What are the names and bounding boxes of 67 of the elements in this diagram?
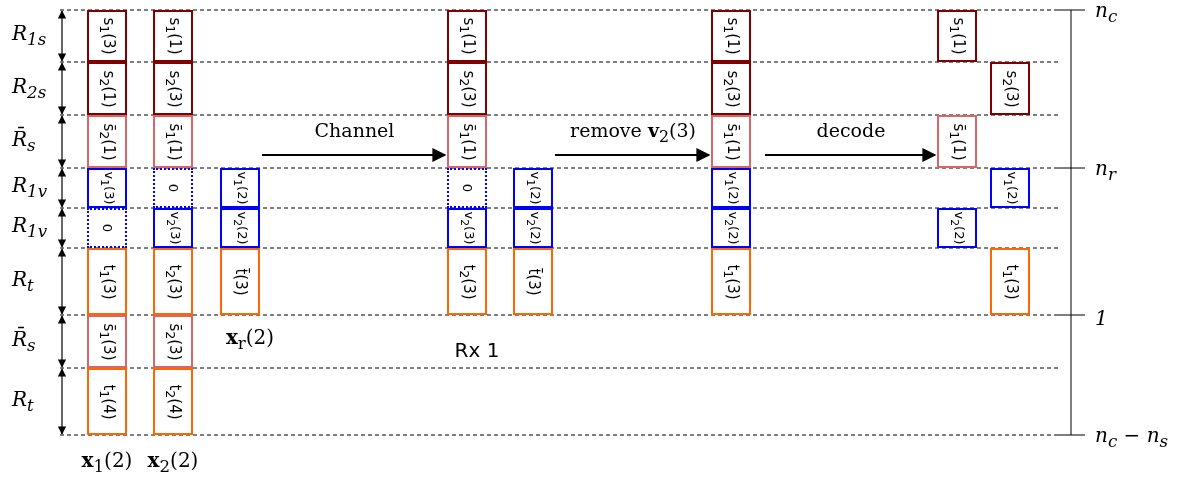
edge-label: decode: [814, 121, 888, 140]
stream-block: [937, 208, 977, 248]
stream-block: [87, 248, 127, 315]
stream-block: [220, 208, 260, 248]
stream-block: [447, 168, 487, 208]
stream-block: [153, 62, 193, 115]
stream-block: [87, 168, 127, 208]
edge-label: remove v$_{2}$(3): [568, 121, 698, 145]
arrow: [764, 148, 937, 162]
stream-block: [711, 115, 751, 168]
block-label: t̄(3): [232, 267, 248, 296]
signal-label: x$_{1}$(2): [81, 450, 133, 476]
stream-block: [153, 168, 193, 208]
stream-block: [87, 62, 127, 115]
rate-label: R$_{2s}$: [12, 75, 47, 102]
rate-label: R̄$_{s}$: [12, 328, 36, 355]
arrow: [554, 148, 711, 162]
stream-block: [87, 208, 127, 248]
block-label: 0: [100, 223, 114, 233]
stream-block: [990, 168, 1030, 208]
stream-block: [153, 208, 193, 248]
level-label: n$_{c}$: [1095, 0, 1118, 26]
stream-block: [87, 10, 127, 62]
stream-block: [513, 248, 553, 315]
stream-block: [87, 115, 127, 168]
stream-block: [447, 10, 487, 62]
stream-block: [153, 315, 193, 368]
stream-block: [447, 62, 487, 115]
block-label: t̄(3): [525, 267, 541, 296]
block-label: 0: [460, 183, 474, 193]
edge-label: Channel: [312, 121, 397, 140]
stream-block: [220, 168, 260, 208]
level-label: n$_{r}$: [1095, 158, 1116, 184]
stream-block: [711, 10, 751, 62]
stream-block: [153, 115, 193, 168]
stream-block: [513, 168, 553, 208]
stream-block: [711, 208, 751, 248]
stream-block: [711, 168, 751, 208]
stream-block: [87, 315, 127, 368]
stream-block: [990, 248, 1030, 315]
stream-block: [937, 10, 977, 62]
stream-block: [153, 368, 193, 435]
stream-block: [447, 248, 487, 315]
rate-label: R$_{1s}$: [12, 23, 47, 49]
level-label: n$_{c}$ − n$_{s}$: [1095, 425, 1169, 451]
stream-block: [711, 62, 751, 115]
stream-block: [153, 248, 193, 315]
stream-block: [447, 115, 487, 168]
stream-block: [447, 208, 487, 248]
rate-label: R$_{1v}$: [12, 215, 48, 241]
rate-label: R$_{t}$: [12, 388, 34, 415]
stream-block: [87, 368, 127, 435]
rate-label: R$_{t}$: [12, 268, 34, 295]
stream-block: [990, 62, 1030, 115]
signal-label: x$_{2}$(2): [147, 450, 199, 476]
receiver-label: Rx 1: [454, 340, 500, 360]
level-label: 1: [1095, 308, 1108, 328]
rate-label: R̄$_{s}$: [12, 128, 36, 155]
stream-block: [153, 10, 193, 62]
arrow: [261, 148, 447, 162]
rate-label: R$_{1v}$: [12, 175, 48, 201]
stream-block: [937, 115, 977, 168]
stream-block: [711, 248, 751, 315]
stream-block: [220, 248, 260, 315]
block-label: 0: [166, 183, 180, 193]
stream-block: [513, 208, 553, 248]
signal-label: x$_{r}$(2): [225, 327, 275, 353]
